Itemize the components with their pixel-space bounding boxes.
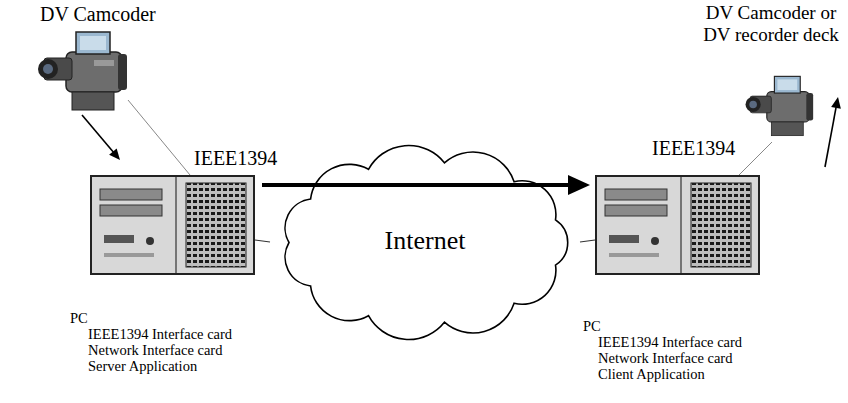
node-text: Network Interface card [88, 342, 270, 358]
flow-arrow [825, 97, 841, 167]
ieee1394-cable [739, 142, 772, 175]
connector-line [739, 142, 772, 175]
connector-line [128, 100, 190, 175]
connector-line [580, 240, 595, 242]
ieee1394-cable [128, 100, 190, 175]
connector-line [82, 115, 114, 153]
arrowhead [831, 97, 841, 109]
camcorder-illustration [36, 28, 136, 114]
interface-label: IEEE1394 [652, 137, 735, 159]
connector-line [825, 106, 836, 167]
interface-label: IEEE1394 [194, 147, 277, 169]
connector-line [262, 183, 572, 187]
node-text: Internet [255, 226, 595, 256]
node-text: Network Interface card [598, 350, 830, 366]
pc-illustration [90, 175, 256, 276]
pc-illustration [595, 175, 761, 276]
node-text: IEEE1394 Interface card [88, 326, 270, 342]
stream-arrow [262, 175, 590, 195]
camcorder-illustration [744, 70, 820, 142]
recorder-node: DV Camcoder or DV recorder deck [696, 2, 846, 147]
network-cable [255, 240, 270, 242]
pc-node: PCIEEE1394 Interface cardNetwork Interfa… [60, 170, 270, 376]
node-text: Client Application [598, 366, 830, 382]
edge-label-box: IEEE1394 [650, 136, 737, 160]
node-text: DV Camcoder [40, 3, 160, 26]
flow-arrow [82, 115, 120, 160]
node-text: DV Camcoder or DV recorder deck [696, 2, 846, 46]
node-text: PC [70, 310, 270, 326]
edge-label-box: IEEE1394 [192, 146, 279, 170]
pc-node: PCIEEE1394 Interface cardNetwork Interfa… [575, 170, 830, 385]
internet-cloud: Internet [255, 140, 595, 345]
network-cable [580, 240, 595, 242]
camcorder-node: DV Camcoder [35, 3, 160, 115]
node-text: PC [583, 318, 830, 334]
arrowhead [109, 148, 120, 160]
arrowhead [568, 175, 590, 195]
node-text: Server Application [88, 358, 270, 374]
node-text: IEEE1394 Interface card [598, 334, 830, 350]
connector-line [255, 240, 270, 242]
